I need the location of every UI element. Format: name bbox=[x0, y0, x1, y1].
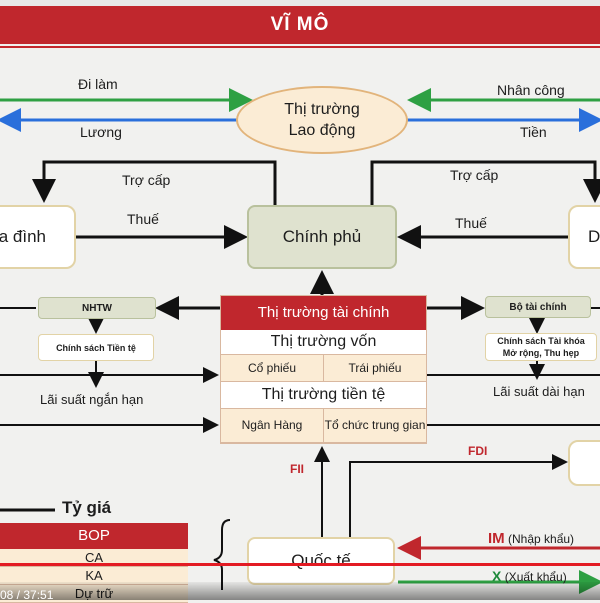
x-note: (Xuất khẩu) bbox=[504, 570, 567, 584]
intermediaries-cell: Tổ chức trung gian bbox=[324, 418, 426, 432]
money-market-label: Thị trường tiền tệ bbox=[221, 382, 426, 409]
page-title: VĨ MÔ bbox=[0, 6, 600, 44]
title-underline bbox=[0, 46, 600, 48]
fiscal-policy-line1: Chính sách Tài khóa bbox=[497, 336, 585, 346]
central-bank-label: NHTW bbox=[82, 302, 112, 314]
label-tien: Tiền bbox=[520, 124, 547, 140]
government-label: Chính phủ bbox=[282, 227, 362, 246]
fiscal-policy-line2: Mở rộng, Thu hẹp bbox=[502, 348, 580, 358]
label-tro-cap-left: Trợ cấp bbox=[122, 172, 171, 188]
stocks-cell: Cổ phiếu bbox=[221, 355, 324, 381]
central-bank-node: NHTW bbox=[38, 297, 156, 319]
short-term-rate-label: Lãi suất ngắn hạn bbox=[40, 392, 144, 407]
finance-ministry-label: Bộ tài chính bbox=[509, 301, 567, 313]
label-nhan-cong: Nhân công bbox=[497, 82, 565, 98]
finance-ministry-node: Bộ tài chính bbox=[485, 296, 591, 318]
money-market-split: Ngân Hàng Tổ chức trung gian bbox=[221, 409, 426, 443]
capital-market-split: Cổ phiếu Trái phiếu bbox=[221, 355, 426, 382]
bracket bbox=[213, 519, 231, 590]
exports-label: X (Xuất khẩu) bbox=[492, 568, 567, 584]
household-label: a đình bbox=[0, 227, 46, 246]
label-tro-cap-right: Trợ cấp bbox=[450, 167, 499, 183]
im-code: IM bbox=[488, 530, 505, 547]
financial-market-title: Thị trường tài chính bbox=[221, 296, 426, 330]
business-label: Do bbox=[588, 227, 600, 246]
label-thue-right: Thuế bbox=[455, 215, 487, 231]
international-label: Quốc tế bbox=[291, 551, 351, 570]
video-time: 08 / 37:51 bbox=[0, 588, 54, 602]
business-node: Do bbox=[568, 205, 600, 269]
bop-row-reserves: Dự trữ bbox=[0, 585, 188, 603]
capital-market-label: Thị trường vốn bbox=[221, 330, 426, 355]
labor-market-line1: Thị trường bbox=[284, 101, 360, 118]
banks-cell: Ngân Hàng bbox=[221, 409, 324, 442]
long-term-rate-label: Lãi suất dài hạn bbox=[493, 384, 585, 399]
arrow-tro-cap-left bbox=[32, 160, 277, 205]
international-node: Quốc tế bbox=[247, 537, 395, 585]
arrow-fdi bbox=[349, 454, 568, 537]
im-note: (Nhập khẩu) bbox=[508, 532, 575, 546]
exchange-rate-label: Tỷ giá bbox=[62, 498, 112, 517]
fiscal-policy-node: Chính sách Tài khóa Mở rộng, Thu hẹp bbox=[485, 333, 597, 361]
label-di-lam: Đi làm bbox=[78, 76, 118, 92]
video-controls-overlay bbox=[0, 582, 600, 600]
bop-table: BOP CA KA Dự trữ bbox=[0, 523, 188, 603]
financial-market-node: Thị trường tài chính Thị trường vốn Cổ p… bbox=[220, 295, 427, 444]
government-node: Chính phủ bbox=[247, 205, 397, 269]
labor-market-line2: Lao động bbox=[288, 122, 356, 139]
right-edge-node bbox=[568, 440, 600, 486]
bop-header: BOP bbox=[0, 523, 188, 549]
top-strip bbox=[0, 0, 600, 6]
monetary-policy-node: Chính sách Tiền tệ bbox=[38, 334, 154, 361]
fdi-label: FDI bbox=[468, 444, 488, 458]
imports-label: IM (Nhập khẩu) bbox=[488, 530, 574, 547]
arrow-tro-cap-right bbox=[370, 160, 600, 205]
x-code: X bbox=[492, 568, 502, 584]
label-luong: Lương bbox=[80, 124, 122, 140]
household-node: a đình bbox=[0, 205, 76, 269]
monetary-policy-label: Chính sách Tiền tệ bbox=[56, 342, 136, 353]
bop-row-ca: CA bbox=[0, 549, 188, 567]
labor-market-node: Thị trường Lao động bbox=[236, 86, 408, 154]
bop-row-ka: KA bbox=[0, 567, 188, 585]
fii-label: FII bbox=[290, 462, 304, 476]
label-thue-left: Thuế bbox=[127, 211, 159, 227]
bonds-cell: Trái phiếu bbox=[348, 360, 402, 375]
video-progress-bar[interactable] bbox=[0, 563, 600, 566]
